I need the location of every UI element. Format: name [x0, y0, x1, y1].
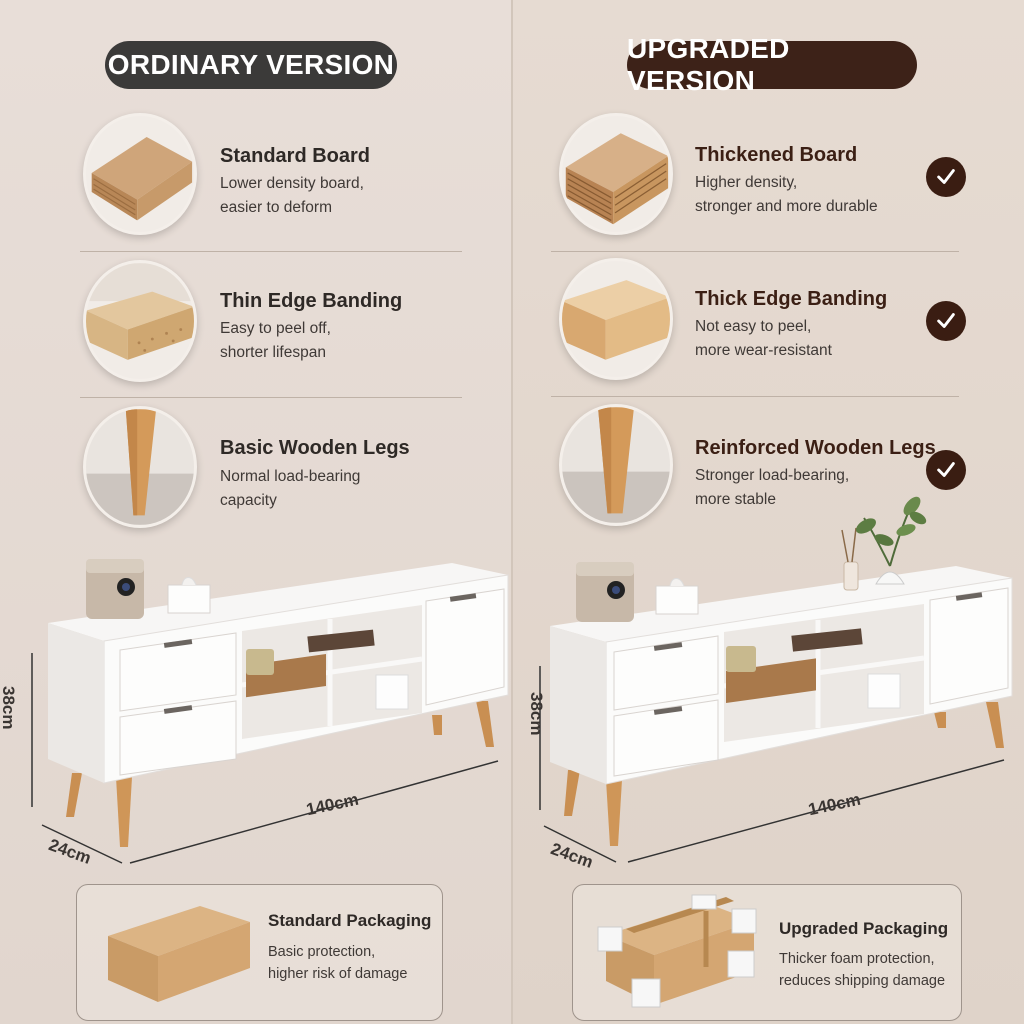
packaging-desc: higher risk of damage	[268, 966, 408, 982]
wooden-leg-icon	[83, 406, 197, 528]
board-sample-icon	[83, 113, 197, 235]
feature-desc: more wear-resistant	[695, 342, 832, 359]
feature-title: Standard Board	[220, 145, 371, 167]
feature-desc: more stable	[695, 491, 776, 508]
feature-title: Thick Edge Banding	[695, 288, 888, 310]
feature-title: Reinforced Wooden Legs	[695, 437, 936, 459]
row-divider	[80, 397, 462, 398]
height-dimension: 38cm	[527, 692, 546, 736]
height-dimension: 38cm	[0, 686, 18, 730]
checkmark-icon	[926, 301, 966, 341]
feature-desc: shorter lifespan	[220, 344, 326, 361]
upgraded-version-header: UPGRADED VERSION	[627, 33, 917, 96]
tv-stand-ordinary	[31, 559, 509, 864]
feature-desc: Higher density,	[695, 174, 798, 191]
edge-banding-icon	[83, 260, 197, 382]
feature-desc: Normal load-bearing	[220, 468, 361, 485]
row-divider	[551, 396, 959, 397]
feature-title: Thin Edge Banding	[220, 290, 403, 312]
edge-banding-icon	[559, 258, 673, 380]
feature-desc: Stronger load-bearing,	[695, 467, 850, 484]
feature-desc: Lower density board,	[220, 175, 364, 192]
packaging-title: Standard Packaging	[268, 911, 432, 930]
row-divider	[80, 251, 462, 252]
packaging-desc: Basic protection,	[268, 944, 376, 960]
packaging-desc: Thicker foam protection,	[779, 951, 935, 967]
ordinary-version-header: ORDINARY VERSION	[105, 41, 397, 89]
cardboard-box-icon	[108, 906, 250, 1002]
feature-desc: Not easy to peel,	[695, 318, 812, 335]
checkmark-icon	[926, 157, 966, 197]
panel-divider	[511, 0, 513, 1024]
feature-desc: Easy to peel off,	[220, 320, 331, 337]
board-sample-icon	[559, 113, 673, 235]
checkmark-icon	[926, 450, 966, 490]
packaging-title: Upgraded Packaging	[779, 919, 949, 938]
feature-desc: capacity	[220, 492, 277, 509]
row-divider	[551, 251, 959, 252]
feature-title: Thickened Board	[695, 144, 858, 166]
feature-desc: stronger and more durable	[695, 198, 878, 215]
tv-stand-upgraded	[539, 496, 1013, 863]
feature-desc: easier to deform	[220, 199, 332, 216]
feature-title: Basic Wooden Legs	[220, 437, 410, 459]
foam-packed-box-icon	[597, 894, 757, 1008]
wooden-leg-icon	[559, 404, 673, 526]
packaging-desc: reduces shipping damage	[779, 973, 946, 989]
